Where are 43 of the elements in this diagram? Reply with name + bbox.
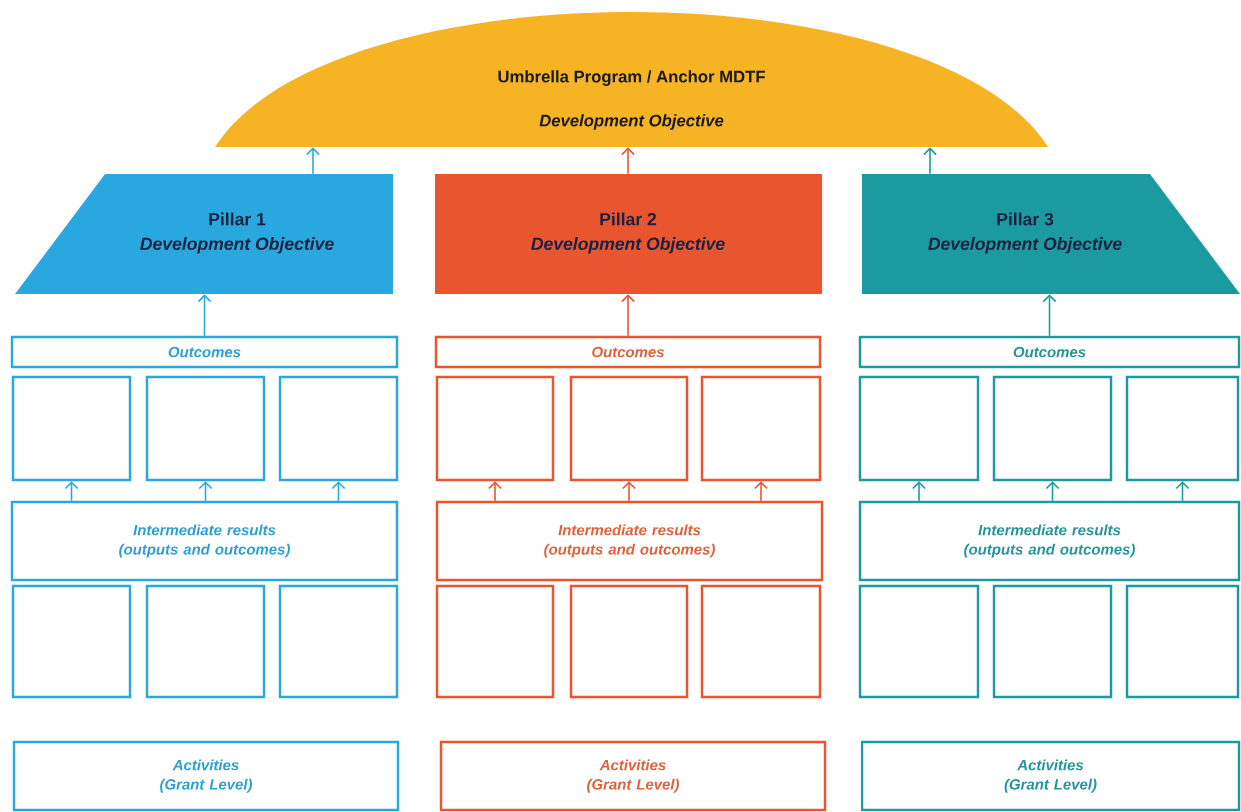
arrow xyxy=(197,294,212,337)
results-box: Intermediate results (outputs and outcomes) xyxy=(10,500,399,582)
arrow xyxy=(64,481,79,502)
empty-box xyxy=(145,584,266,699)
arrow xyxy=(754,481,768,502)
results-box: Intermediate results (outputs and outcomes) xyxy=(858,500,1241,582)
empty-box xyxy=(1125,584,1240,699)
empty-box xyxy=(11,375,132,482)
arrow xyxy=(198,481,213,502)
arrow xyxy=(1042,294,1057,337)
empty-box xyxy=(1125,375,1240,482)
activities-box: Activities (Grant Level) xyxy=(12,740,400,812)
arrow xyxy=(912,481,926,502)
activities-box: Activities (Grant Level) xyxy=(439,740,827,812)
arrow xyxy=(1045,481,1060,502)
arrow xyxy=(488,481,502,502)
empty-box xyxy=(145,375,266,482)
arrow xyxy=(306,147,320,175)
empty-box xyxy=(700,375,822,482)
umbrella-arc: Umbrella Program / Anchor MDTF Development Objective xyxy=(215,12,1048,147)
empty-box xyxy=(278,584,399,699)
arrow xyxy=(621,294,635,337)
outcomes-box: Outcomes xyxy=(10,335,399,369)
arrow xyxy=(923,147,937,175)
arrow xyxy=(621,147,635,175)
empty-box xyxy=(435,375,555,482)
activities-box: Activities (Grant Level) xyxy=(860,740,1241,812)
empty-box xyxy=(858,584,980,699)
results-box: Intermediate results (outputs and outcomes) xyxy=(435,500,824,582)
outcomes-box: Outcomes xyxy=(858,335,1241,369)
empty-box xyxy=(435,584,555,699)
arrow xyxy=(331,481,346,502)
empty-box xyxy=(858,375,980,482)
empty-box xyxy=(569,375,689,482)
empty-box xyxy=(569,584,689,699)
empty-box xyxy=(278,375,399,482)
empty-box xyxy=(992,375,1113,482)
arrow xyxy=(622,481,636,502)
empty-box xyxy=(11,584,132,699)
outcomes-box: Outcomes xyxy=(434,335,822,369)
arrow xyxy=(1175,481,1190,502)
empty-box xyxy=(992,584,1113,699)
empty-box xyxy=(700,584,822,699)
